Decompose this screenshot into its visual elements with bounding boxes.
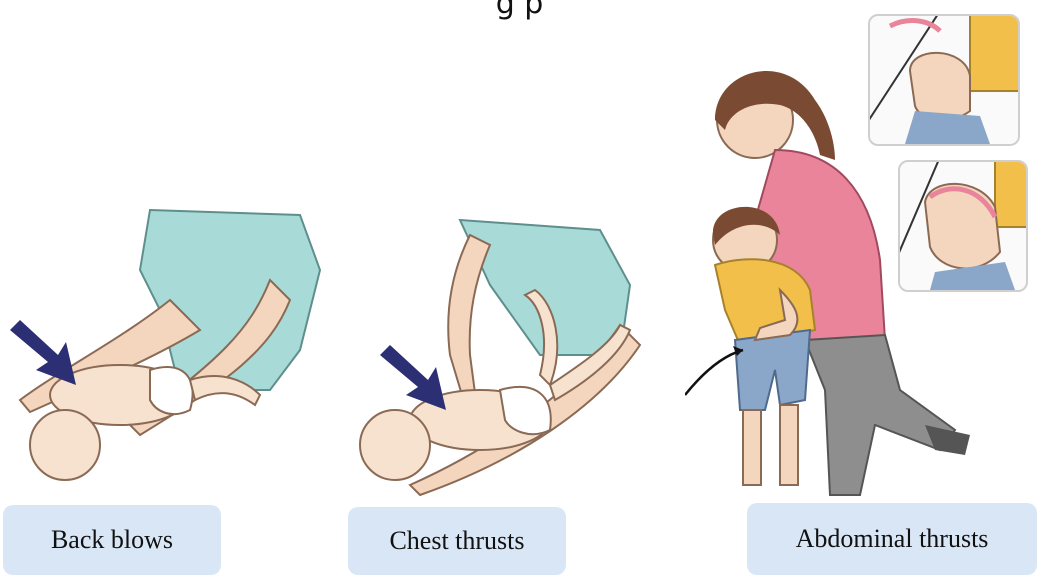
fist-icon [870, 16, 1018, 144]
caption-back-blows: Back blows [3, 505, 221, 575]
child-shorts [735, 330, 810, 410]
fist-inset [868, 14, 1020, 146]
caption-abdominal-thrusts: Abdominal thrusts [747, 503, 1037, 575]
arrow-icon [380, 345, 446, 410]
chest-thrusts-illustration [350, 195, 670, 500]
arrow-icon [10, 320, 76, 385]
hands-icon [900, 162, 1026, 290]
baby-head [30, 410, 100, 480]
baby-head [360, 410, 430, 480]
adult-pants [805, 335, 955, 495]
hands-inset [898, 160, 1028, 292]
back-blows-illustration [0, 190, 330, 490]
diaper [150, 367, 193, 414]
curved-arrow-icon [685, 350, 743, 395]
caption-chest-thrusts: Chest thrusts [348, 507, 566, 575]
